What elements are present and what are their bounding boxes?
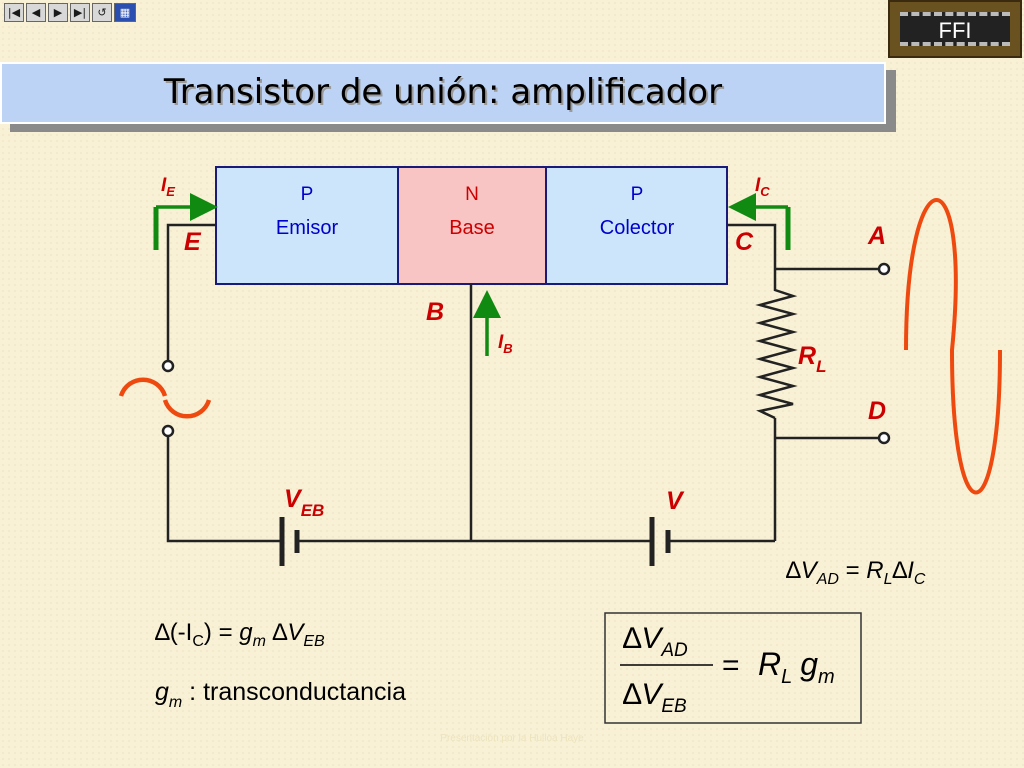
return-button[interactable]: ↺ — [92, 3, 112, 22]
gain-formula-box — [604, 612, 862, 724]
label-rl: RL — [798, 342, 826, 376]
terminal-d[interactable] — [877, 431, 891, 445]
label-e: E — [184, 228, 202, 256]
formula-ic-gm: ∆(-IC) = gm ∆VEB — [155, 619, 325, 650]
base-type: N — [465, 184, 479, 205]
box-denominator: ∆VEB — [623, 678, 687, 717]
label-a: A — [867, 222, 886, 250]
input-signal-lower — [162, 399, 212, 419]
input-terminal-top[interactable] — [161, 359, 175, 373]
nav-bar: |◀ ◀ ▶ ▶| ↺ ▦ — [4, 3, 136, 22]
resistor-rl — [755, 284, 798, 420]
box-equals: = — [722, 649, 740, 682]
box-numerator: ∆VAD — [623, 622, 688, 661]
label-ib: IB — [498, 332, 513, 356]
ffi-badge-text: FFI — [938, 18, 972, 43]
title-bar — [0, 62, 886, 124]
last-slide-button[interactable]: ▶| — [70, 3, 90, 22]
ffi-logo: FFI — [888, 0, 1022, 58]
output-signal-wave — [904, 198, 1002, 495]
emitter-name: Emisor — [276, 217, 339, 239]
collector-name: Colector — [600, 217, 675, 239]
base-name: Base — [449, 217, 495, 239]
gm-definition: gm : transconductancia — [155, 678, 406, 711]
prev-slide-button[interactable]: ◀ — [26, 3, 46, 22]
page-title: Transistor de unión: amplificador — [163, 72, 723, 112]
label-d: D — [868, 397, 886, 425]
label-c: C — [735, 228, 754, 256]
label-b: B — [426, 298, 444, 326]
label-ic: IC — [755, 175, 770, 199]
base-region — [397, 166, 547, 285]
input-signal-icon — [118, 377, 168, 397]
formula-vad: ∆VAD = RL∆IC — [786, 557, 926, 588]
watermark: Presentación por la Hulloa Haye — [440, 733, 584, 744]
label-v: V — [666, 487, 685, 515]
wires — [166, 223, 880, 543]
collector-type: P — [631, 184, 644, 205]
ic-arrow — [728, 193, 791, 250]
label-veb: VEB — [284, 485, 324, 520]
chip-icon — [900, 12, 1010, 46]
next-slide-button[interactable]: ▶ — [48, 3, 68, 22]
terminal-a[interactable] — [877, 262, 891, 276]
emitter-type: P — [301, 184, 314, 205]
calculator-icon[interactable]: ▦ — [114, 3, 136, 22]
label-ie: IE — [161, 175, 175, 199]
ie-arrow — [153, 193, 218, 250]
first-slide-button[interactable]: |◀ — [4, 3, 24, 22]
input-terminal-bottom[interactable] — [161, 424, 175, 438]
